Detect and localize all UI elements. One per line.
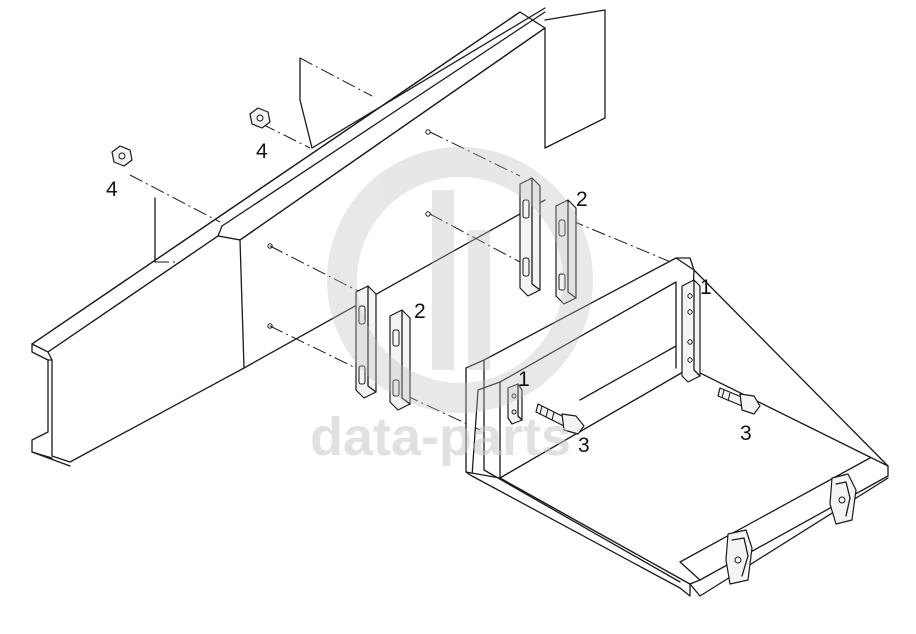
frame-rail	[31, 11, 546, 467]
latch-front	[725, 529, 753, 585]
watermark-text: data-parts	[310, 407, 571, 467]
callout-bolt-right: 3	[740, 422, 752, 445]
callout-bracket-left: 1	[518, 368, 530, 391]
bracket-right	[681, 279, 701, 383]
callout-bracket-right: 1	[700, 276, 712, 299]
latch-rear	[829, 473, 857, 525]
battery-tray	[465, 257, 889, 597]
bracket-left	[507, 383, 523, 425]
nut-left	[111, 145, 133, 167]
callout-bolt-left: 3	[578, 434, 590, 457]
watermark-logo	[327, 147, 593, 413]
callout-nut-upper: 4	[256, 140, 268, 163]
mounting-plates-upper	[519, 177, 577, 305]
bolt-left	[535, 403, 585, 435]
callout-plate-pair-upper: 2	[576, 188, 588, 211]
bolt-right	[717, 387, 761, 415]
nut-upper	[249, 107, 271, 129]
mounting-plates-lower	[355, 285, 411, 411]
callout-plate-pair-lower: 2	[414, 300, 426, 323]
lower-crossmember-hidden	[129, 174, 221, 263]
callout-nut-left: 4	[106, 178, 118, 201]
crossmember-hidden	[299, 7, 606, 149]
